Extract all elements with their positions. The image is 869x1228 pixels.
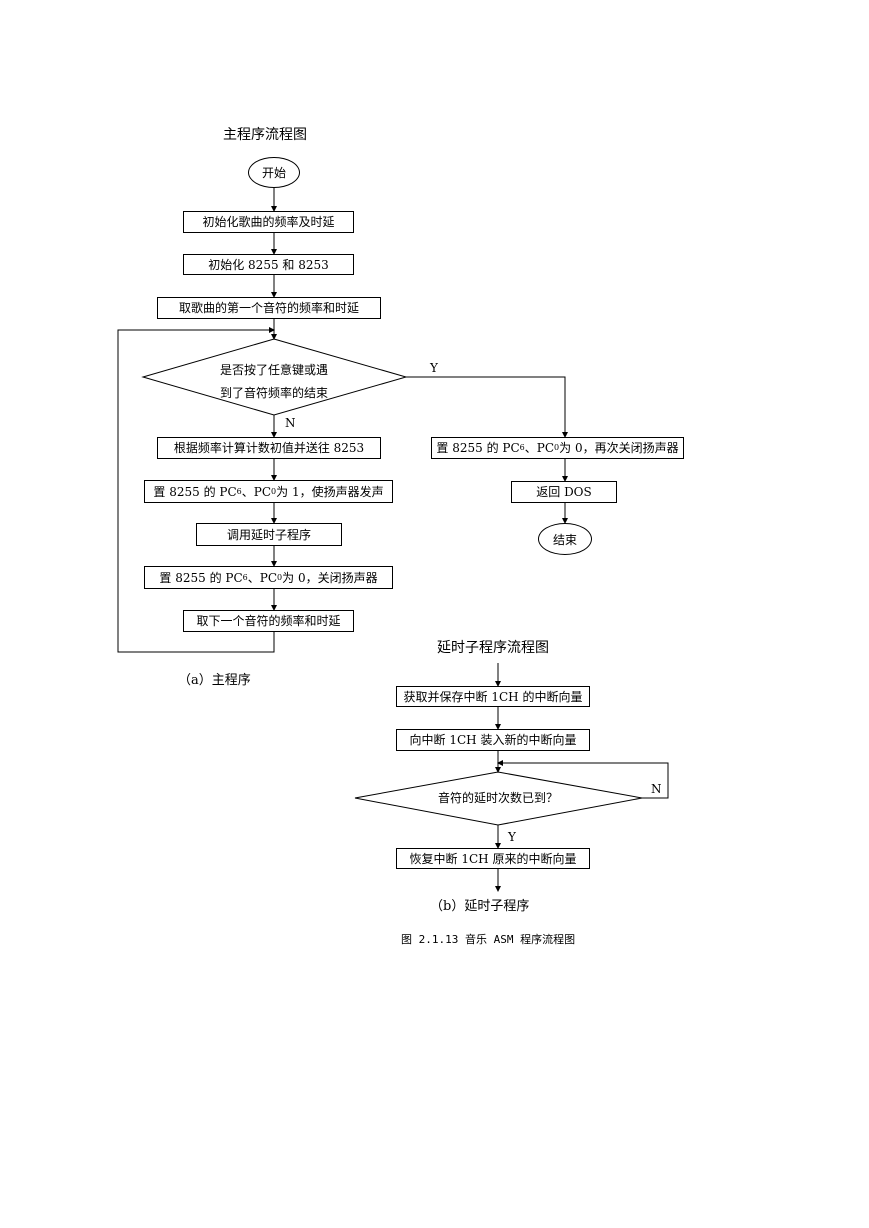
- decision-yes-label: Y: [430, 361, 438, 375]
- return-dos-box: 返回 DOS: [511, 481, 617, 503]
- sub-decision-no-label: N: [651, 782, 662, 796]
- decision-no-label: N: [285, 416, 296, 430]
- decision-text-line2: 到了音符频率的结束: [219, 386, 328, 400]
- figure-caption: 图 2.1.13 音乐 ASM 程序流程图: [401, 933, 576, 946]
- decision-text-line1: 是否按了任意键或遇: [219, 363, 328, 377]
- restore-vector-box: 恢复中断 1CH 原来的中断向量: [396, 848, 590, 869]
- compute-count-box: 根据频率计算计数初值并送往 8253: [157, 437, 381, 459]
- sub-flow-title: 延时子程序流程图: [437, 640, 549, 656]
- sub-decision-yes-label: Y: [508, 830, 516, 844]
- start-terminal: 开始: [248, 157, 300, 188]
- end-terminal: 结束: [538, 523, 592, 555]
- fetch-next-note-box: 取下一个音符的频率和时延: [183, 610, 354, 632]
- init-song-box: 初始化歌曲的频率及时延: [183, 211, 354, 233]
- save-vector-box: 获取并保存中断 1CH 的中断向量: [396, 686, 590, 707]
- main-caption: （a）主程序: [178, 673, 251, 688]
- fetch-first-note-box: 取歌曲的第一个音符的频率和时延: [157, 297, 381, 319]
- call-delay-box: 调用延时子程序: [196, 523, 342, 546]
- main-flow-title: 主程序流程图: [223, 127, 307, 143]
- load-vector-box: 向中断 1CH 装入新的中断向量: [396, 729, 590, 751]
- sub-decision-text: 音符的延时次数已到？: [437, 791, 558, 805]
- sub-caption: （b）延时子程序: [430, 899, 530, 914]
- init-8255-8253-box: 初始化 8255 和 8253: [183, 254, 354, 275]
